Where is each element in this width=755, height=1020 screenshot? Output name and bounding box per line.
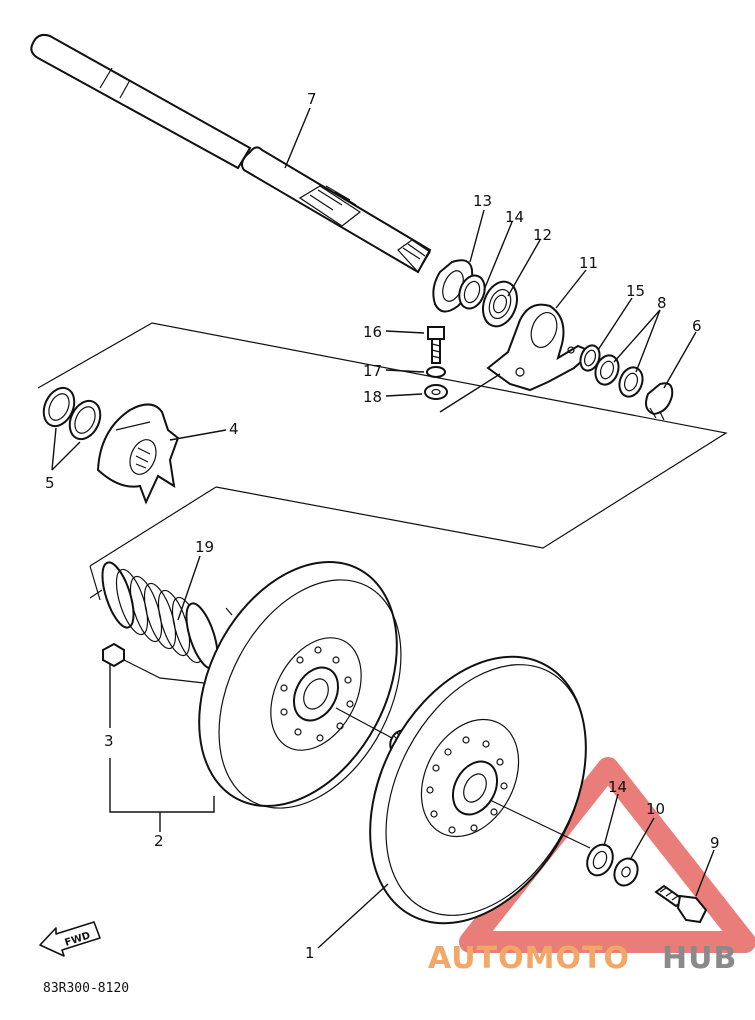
label-part-9: 9 [710,834,720,852]
fwd-arrow-icon: FWD [39,921,101,957]
label-part-13: 13 [473,192,492,210]
label-part-10: 10 [646,800,665,818]
label-part-11: 11 [579,254,598,272]
watermark-logo: AUTOMOTO HUB [428,941,737,976]
part-number-labels: 7 13 14 12 11 15 8 6 16 17 18 4 5 19 3 2… [45,90,720,962]
bolt-part-16 [427,326,445,364]
label-part-16: 16 [363,323,382,341]
rings-part-5 [42,386,102,441]
label-part-8: 8 [657,294,667,312]
rings-part-8 [594,354,644,398]
leader-lines [51,107,715,949]
label-part-12: 12 [533,226,552,244]
label-part-19: 19 [195,538,214,556]
label-part-5: 5 [45,474,55,492]
bearing-part-12 [482,280,518,328]
spacer-part-14-lower [586,843,614,877]
label-part-17: 17 [363,362,382,380]
label-part-3: 3 [104,732,114,750]
label-part-4: 4 [229,420,239,438]
diagram-part-code: 83R300-8120 [43,981,129,996]
label-part-2: 2 [154,832,164,850]
fixed-sheave-part-1 [369,655,591,925]
label-part-14-lower: 14 [608,778,627,796]
spacer-part-14-upper [458,274,486,310]
bolt-part-9 [654,884,708,924]
movable-sheave-part-2 [198,561,402,809]
shaft-part-7 [30,33,432,274]
label-part-18: 18 [363,388,382,406]
label-part-14-upper: 14 [505,208,524,226]
lock-washer-part-17 [426,366,446,378]
assembly-outline [37,322,728,601]
label-part-6: 6 [692,317,702,335]
spider-part-4 [96,403,180,505]
watermark-text-hub: HUB [662,941,737,976]
washer-part-18 [424,384,448,400]
washer-part-10 [613,857,639,887]
label-part-1: 1 [305,944,315,962]
circlip-part-6 [645,382,674,421]
watermark-text-automoto: AUTOMOTO [428,941,630,976]
label-part-7: 7 [307,90,317,108]
label-part-15: 15 [626,282,645,300]
